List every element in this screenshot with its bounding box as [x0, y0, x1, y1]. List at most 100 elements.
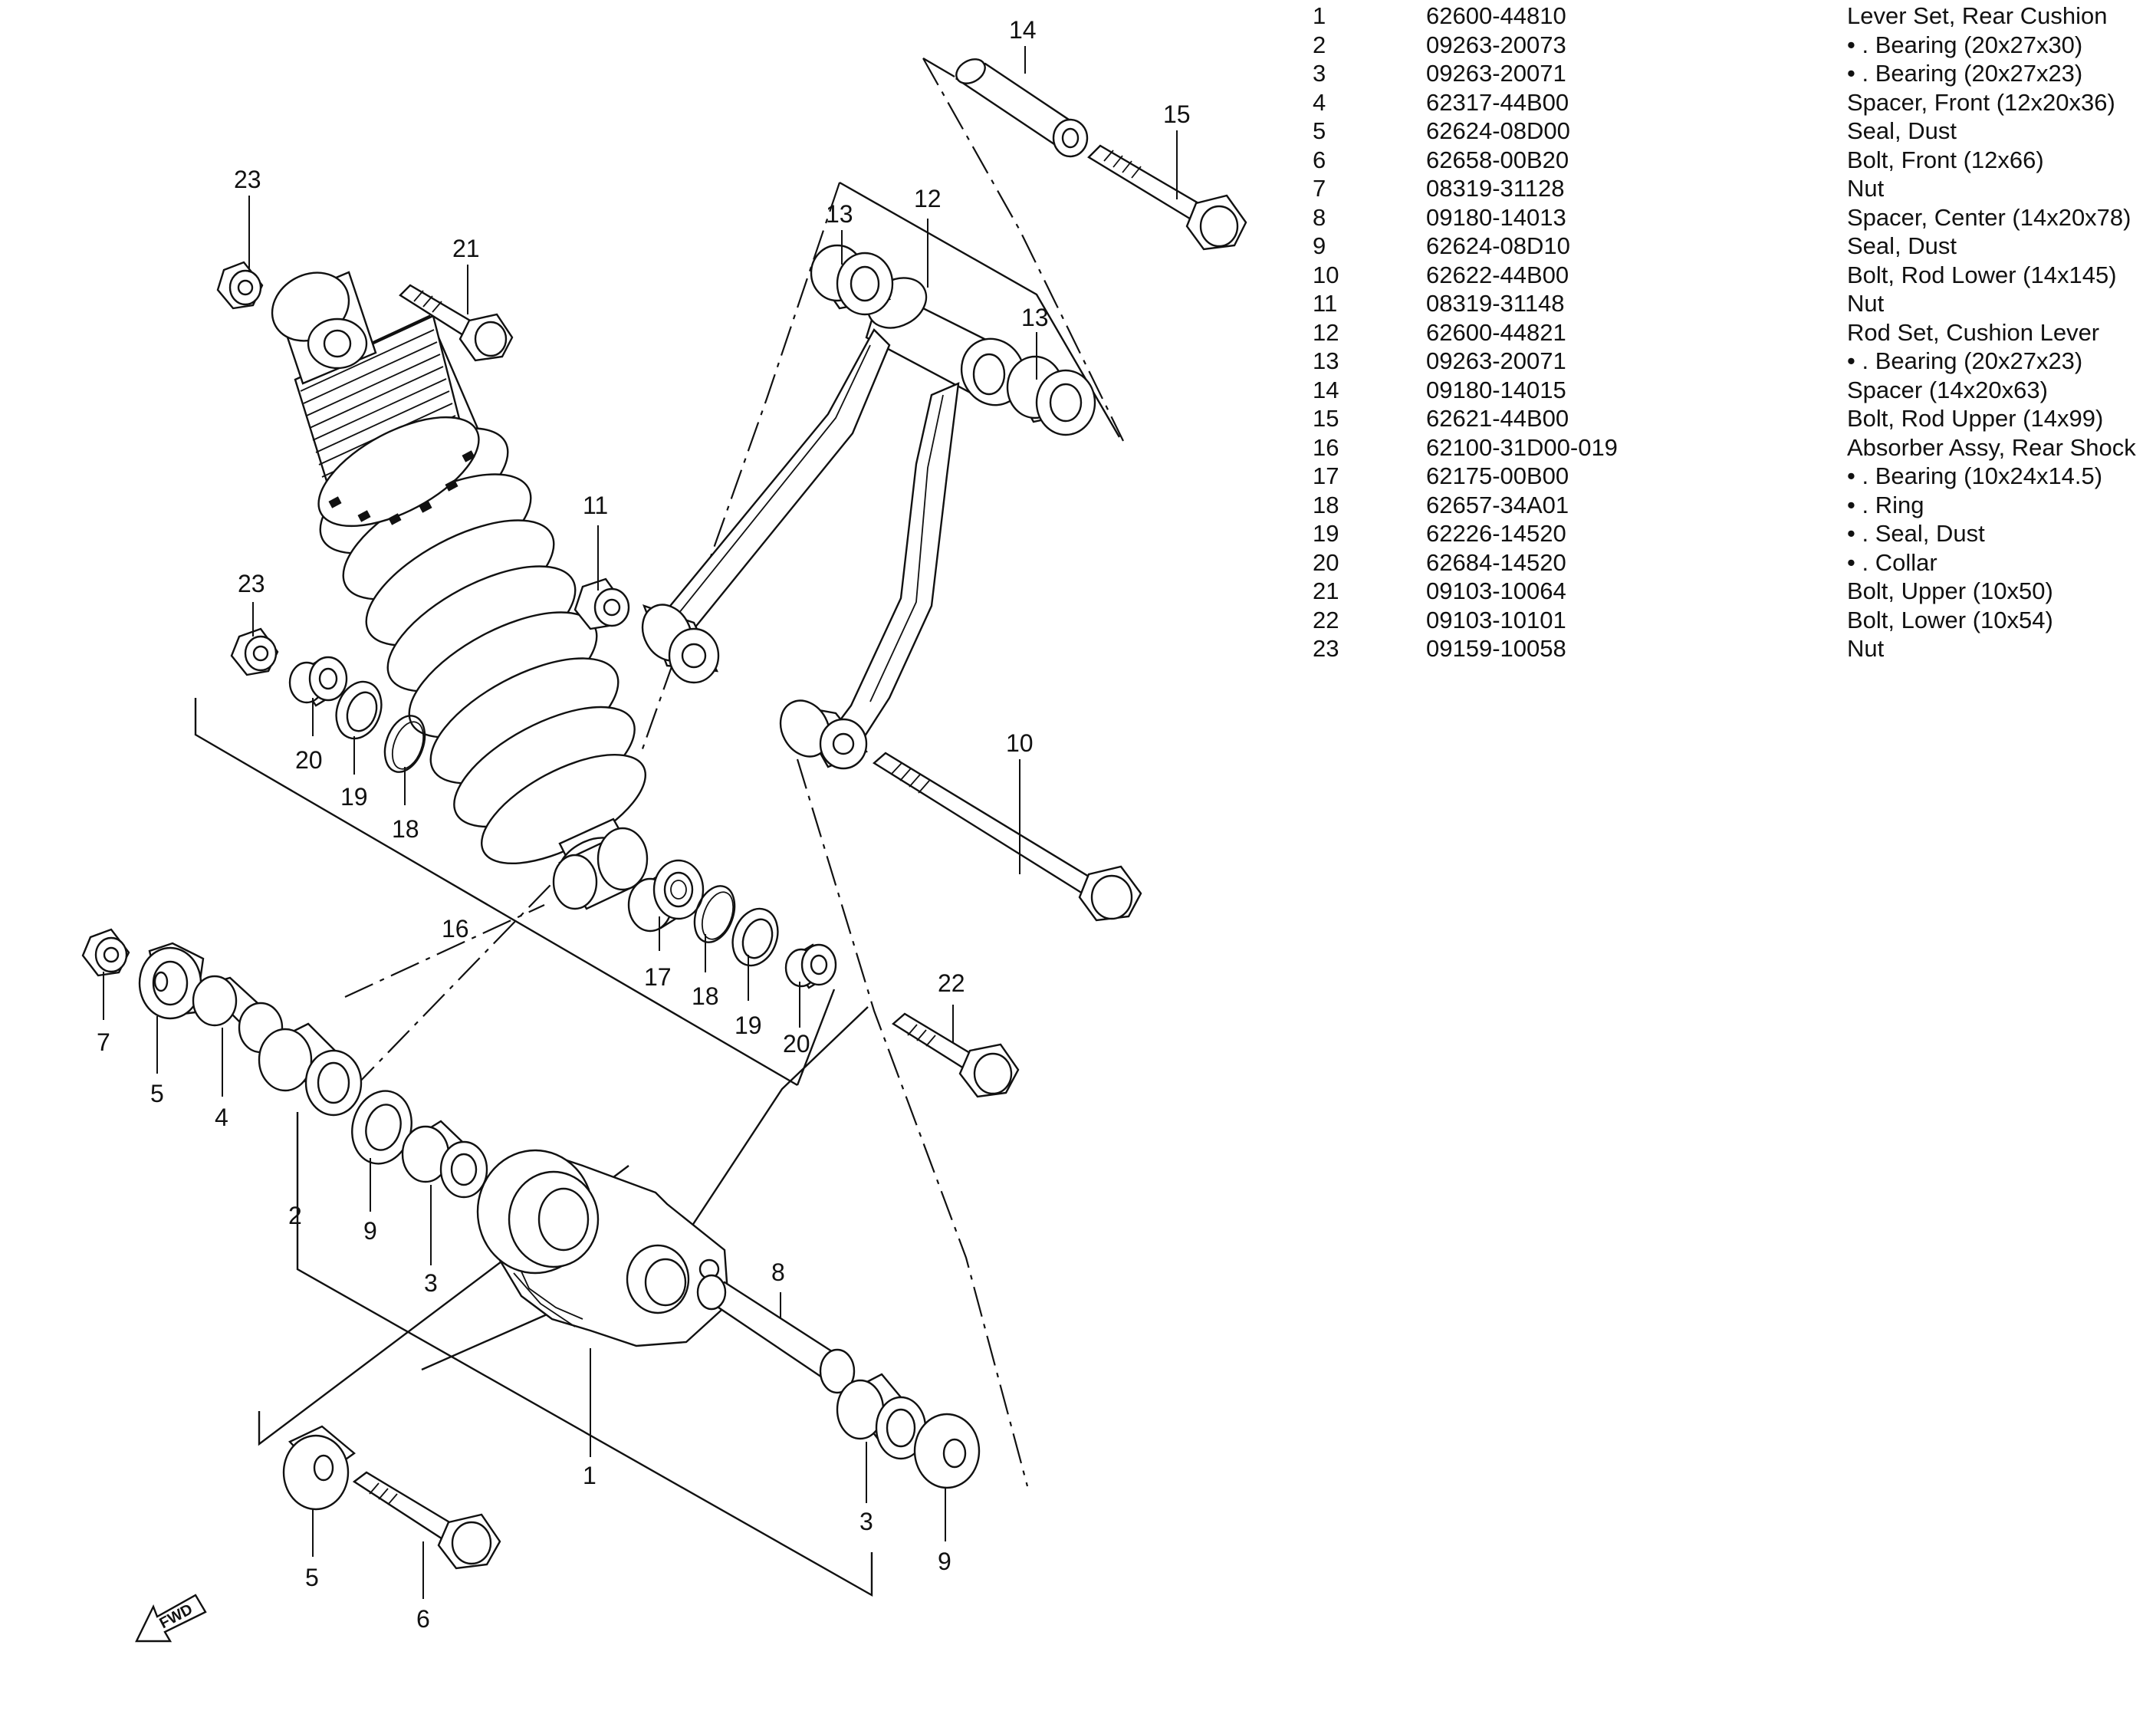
- part-number: 62624-08D00: [1426, 117, 1570, 144]
- bearing-13-upper: [810, 244, 894, 316]
- bearing-13-right: [1006, 355, 1096, 436]
- part-number: 09103-10101: [1426, 606, 1566, 633]
- callout-18-upper: 18: [392, 815, 419, 843]
- shock-lower-collar: [552, 827, 649, 910]
- bolt-15: [1087, 144, 1247, 251]
- part-description: Nut: [1847, 635, 1885, 662]
- part-number: 62622-44B00: [1426, 261, 1569, 288]
- parts-row: 6 62658-00B20 Bolt, Front (12x66): [1313, 146, 2156, 175]
- seal-19-upper: [335, 680, 383, 740]
- callout-18-lower: 18: [692, 982, 719, 1010]
- bearing-17: [627, 859, 705, 933]
- part-description: Spacer, Front (12x20x36): [1847, 88, 2115, 116]
- part-description: Lever Set, Rear Cushion: [1847, 2, 2108, 29]
- callout-10: 10: [1006, 729, 1034, 757]
- part-description: • . Collar: [1847, 548, 1937, 576]
- part-number: 62600-44821: [1426, 318, 1566, 346]
- nut-11: [574, 577, 630, 630]
- part-number: 62684-14520: [1426, 548, 1566, 576]
- ref-number: 7: [1313, 175, 1326, 202]
- part-description: Bolt, Rod Lower (14x145): [1847, 261, 2117, 288]
- callout-12: 12: [914, 185, 942, 212]
- ref-number: 13: [1313, 347, 1339, 374]
- parts-row: 16 62100-31D00-019 Absorber Assy, Rear Sho…: [1313, 433, 2156, 462]
- seal-5-upper: [138, 942, 205, 1020]
- bolt-21: [399, 284, 514, 362]
- part-description: Bolt, Rod Upper (14x99): [1847, 405, 2104, 432]
- part-number: 62175-00B00: [1426, 462, 1569, 489]
- bolt-10: [872, 752, 1142, 922]
- part-number: 62657-34A01: [1426, 491, 1569, 518]
- parts-row: 3 09263-20071 • . Bearing (20x27x23): [1313, 59, 2156, 88]
- callout-21: 21: [452, 235, 480, 262]
- part-number: 62100-31D00-019: [1426, 433, 1618, 461]
- part-description: Spacer (14x20x63): [1847, 376, 2048, 403]
- part-description: Seal, Dust: [1847, 232, 1957, 259]
- ref-number: 8: [1313, 203, 1326, 231]
- callout-9-left: 9: [363, 1217, 377, 1245]
- part-description: • . Bearing (20x27x30): [1847, 31, 2083, 58]
- ref-number: 23: [1313, 635, 1339, 662]
- bolt-6: [352, 1471, 501, 1570]
- parts-row: 5 62624-08D00 Seal, Dust: [1313, 117, 2156, 146]
- ref-number: 16: [1313, 433, 1339, 461]
- callout-20-upper: 20: [295, 746, 323, 774]
- collar-20-lower: [784, 943, 837, 989]
- ref-number: 17: [1313, 462, 1339, 489]
- nut-7: [81, 928, 130, 977]
- ref-number: 2: [1313, 31, 1326, 58]
- part-description: Absorber Assy, Rear Shock: [1847, 433, 2136, 461]
- ref-number: 20: [1313, 548, 1339, 576]
- callout-20-lower: 20: [783, 1030, 810, 1058]
- rear-shock-absorber: [271, 271, 646, 891]
- part-description: Rod Set, Cushion Lever: [1847, 318, 2100, 346]
- ref-number: 3: [1313, 60, 1326, 87]
- part-number: 09159-10058: [1426, 635, 1566, 662]
- callout-19-upper: 19: [340, 783, 368, 811]
- part-description: Seal, Dust: [1847, 117, 1957, 144]
- callout-22: 22: [938, 969, 965, 997]
- part-description: • . Seal, Dust: [1847, 520, 1985, 547]
- ref-number: 5: [1313, 117, 1326, 144]
- parts-row: 8 09180-14013 Spacer, Center (14x20x78): [1313, 203, 2156, 232]
- ref-number: 19: [1313, 520, 1339, 547]
- part-description: • . Bearing (20x27x23): [1847, 60, 2083, 87]
- bolt-22: [891, 1012, 1020, 1098]
- callout-16: 16: [442, 915, 469, 943]
- ref-number: 15: [1313, 405, 1339, 432]
- seal-9-right: [913, 1413, 981, 1489]
- part-number: 09180-14013: [1426, 203, 1566, 231]
- ref-number: 6: [1313, 146, 1326, 173]
- seal-9-left: [351, 1090, 412, 1165]
- part-description: Bolt, Upper (10x50): [1847, 577, 2053, 604]
- callout-labels: 14 15 13 12 13 23 21 11 23 20 19 18 16 1…: [97, 16, 1191, 1633]
- seal-19-lower: [731, 907, 779, 967]
- ref-number: 18: [1313, 491, 1339, 518]
- part-description: Bolt, Front (12x66): [1847, 146, 2044, 173]
- callout-17: 17: [644, 963, 672, 991]
- callout-13-upper: 13: [826, 200, 853, 228]
- collar-20-upper: [288, 656, 348, 707]
- ref-number: 4: [1313, 88, 1326, 116]
- ref-number: 1: [1313, 2, 1326, 29]
- part-number: 09263-20071: [1426, 60, 1566, 87]
- ref-number: 9: [1313, 232, 1326, 259]
- callout-13-right: 13: [1021, 304, 1049, 331]
- bearing-3-left: [401, 1120, 488, 1199]
- part-number: 62658-00B20: [1426, 146, 1569, 173]
- callout-5-upper: 5: [150, 1080, 164, 1107]
- lever-set-rear-cushion: [476, 1149, 730, 1347]
- part-description: Spacer, Center (14x20x78): [1847, 203, 2131, 231]
